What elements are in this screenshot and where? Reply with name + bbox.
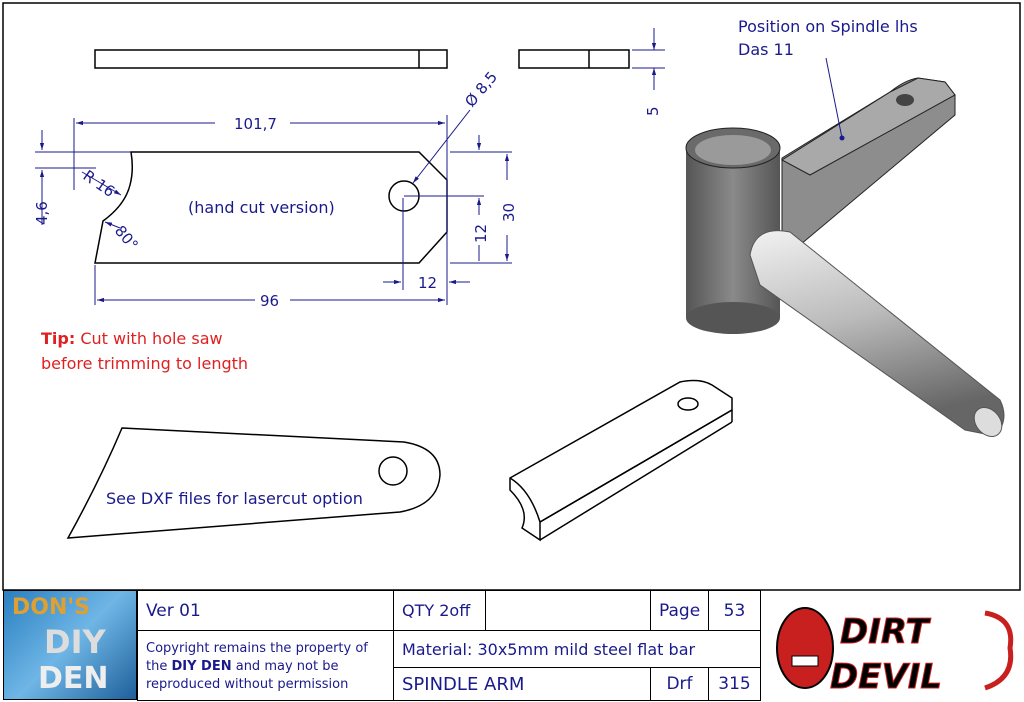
logo-text-diy: DIY bbox=[44, 623, 106, 661]
logo-text-dons: DON'S bbox=[12, 595, 90, 620]
top-view-long bbox=[94, 49, 448, 69]
copyright-cell: Copyright remains the property of the DI… bbox=[137, 630, 394, 701]
arm-outline bbox=[94, 151, 448, 264]
hand-cut-label: (hand cut version) bbox=[188, 198, 335, 217]
material-cell: Material: 30x5mm mild steel flat bar bbox=[393, 630, 761, 668]
logo-text-den: DEN bbox=[38, 661, 109, 696]
drf-label: Drf bbox=[650, 667, 709, 701]
lasercut-outline bbox=[66, 427, 441, 539]
copyright-bold: DIY DEN bbox=[171, 658, 232, 674]
tip-line-1: Tip: Cut with hole saw bbox=[41, 329, 223, 348]
page-label: Page bbox=[650, 590, 709, 631]
tip-prefix: Tip: bbox=[41, 329, 75, 348]
iso-spindle bbox=[685, 77, 1005, 437]
drf-number: 315 bbox=[708, 667, 761, 701]
lasercut-note: See DXF files for lasercut option bbox=[106, 489, 363, 508]
trident-icon bbox=[984, 610, 1014, 691]
dim-thickness: 5 bbox=[644, 106, 662, 116]
position-note-1: Position on Spindle lhs bbox=[738, 17, 918, 36]
logo-text-devil: DEVIL bbox=[830, 657, 942, 697]
dim-hole-horizontal: 12 bbox=[418, 274, 437, 292]
dimension-lines bbox=[35, 109, 512, 305]
dim-width: 30 bbox=[500, 203, 518, 222]
tip-text: Cut with hole saw bbox=[80, 329, 222, 348]
dim-hole-vertical: 12 bbox=[472, 224, 490, 243]
dim-overall-length: 101,7 bbox=[234, 115, 277, 133]
leader-dot bbox=[839, 135, 845, 141]
copyright-pre: Copyright remains the property of the bbox=[146, 640, 368, 674]
thickness-dimension bbox=[632, 28, 665, 90]
iso-flat-bar bbox=[509, 379, 733, 542]
version-cell: Ver 01 bbox=[137, 590, 394, 631]
dim-base-length: 96 bbox=[260, 292, 279, 310]
logo-text-dirt: DIRT bbox=[840, 612, 932, 652]
part-name: SPINDLE ARM bbox=[393, 667, 651, 701]
lasercut-hole bbox=[378, 456, 408, 486]
tip-line-2: before trimming to length bbox=[41, 354, 248, 373]
dirt-devil-logo: DIRT DEVIL bbox=[776, 607, 1014, 698]
dim-offset: 4,6 bbox=[33, 201, 51, 225]
position-note-2: Das 11 bbox=[738, 40, 794, 59]
dons-diy-den-logo: DON'S DIY DEN bbox=[3, 590, 137, 700]
copyright-text: Copyright remains the property of the DI… bbox=[146, 638, 393, 694]
side-view-short bbox=[518, 49, 630, 69]
copyright-post: and may not be reproduced without permis… bbox=[146, 658, 349, 692]
position-leader bbox=[825, 57, 843, 139]
blank-cell bbox=[485, 590, 651, 631]
qty-cell: QTY 2off bbox=[393, 590, 486, 631]
devil-head-icon bbox=[776, 607, 834, 689]
page-number: 53 bbox=[708, 590, 761, 631]
